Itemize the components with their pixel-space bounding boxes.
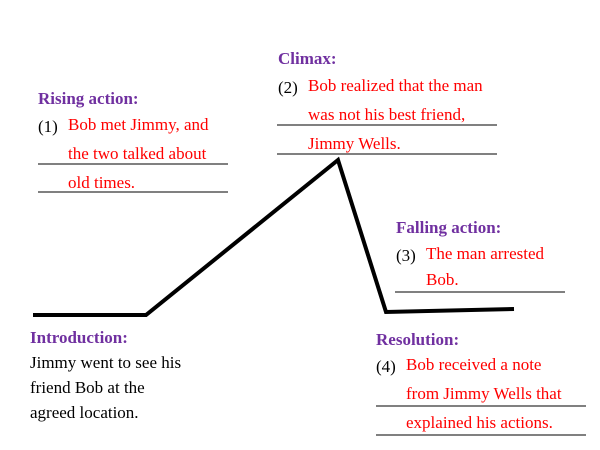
climax-line-1: Bob realized that the man xyxy=(308,76,483,95)
falling-action-heading: Falling action: xyxy=(396,218,502,237)
introduction-line-3: agreed location. xyxy=(30,403,139,422)
introduction-heading: Introduction: xyxy=(30,328,128,347)
rising-action-line-1: Bob met Jimmy, and xyxy=(68,115,209,134)
rising-action-line-3: old times. xyxy=(68,173,136,192)
plot-line xyxy=(33,156,515,317)
climax-number: (2) xyxy=(278,78,298,97)
climax-line-2: was not his best friend, xyxy=(308,105,466,124)
falling-action-number: (3) xyxy=(396,246,416,265)
resolution-line-3: explained his actions. xyxy=(406,413,553,432)
resolution-number: (4) xyxy=(376,357,396,376)
rising-action-line-2: the two talked about xyxy=(68,144,207,163)
resolution-line-1: Bob received a note xyxy=(406,355,542,374)
introduction-line-2: friend Bob at the xyxy=(30,378,145,397)
resolution-line-2: from Jimmy Wells that xyxy=(406,384,562,403)
climax-heading: Climax: xyxy=(278,49,337,68)
introduction-line-1: Jimmy went to see his xyxy=(30,353,182,372)
resolution-heading: Resolution: xyxy=(376,330,460,349)
rising-action-number: (1) xyxy=(38,117,58,136)
falling-action-line-2: Bob. xyxy=(426,270,459,289)
climax-line-3: Jimmy Wells. xyxy=(308,134,401,153)
falling-action-line-1: The man arrested xyxy=(426,244,544,263)
rising-action-heading: Rising action: xyxy=(38,89,139,108)
